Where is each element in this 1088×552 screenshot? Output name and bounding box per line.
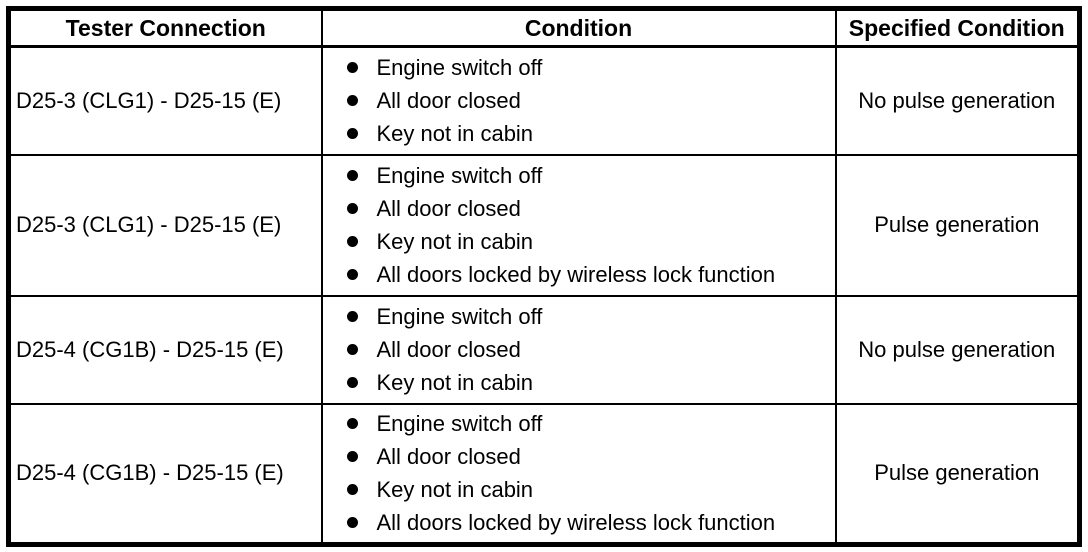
tester-connection-cell: D25-3 (CLG1) - D25-15 (E) [7,45,323,156]
bullet-icon [346,269,358,280]
condition-item: Engine switch off [346,300,834,333]
specified-condition-cell: Pulse generation [834,153,1081,297]
col-header-condition: Condition [320,7,837,48]
condition-item: Key not in cabin [346,473,834,506]
condition-text: Key not in cabin [376,477,534,503]
condition-text: All door closed [376,444,521,470]
condition-item: Engine switch off [346,51,834,84]
bullet-icon [346,170,358,181]
condition-item: All door closed [346,440,834,473]
condition-text: All door closed [376,196,521,221]
header-row: Tester Connection Condition Specified Co… [7,7,1081,48]
condition-text: Engine switch off [376,55,543,81]
table-row: D25-4 (CG1B) - D25-15 (E) Engine switch … [7,294,1081,405]
condition-item: All door closed [346,192,834,225]
bullet-icon [346,95,358,107]
condition-item: Key not in cabin [346,225,834,258]
condition-cell: Engine switch off All door closed Key no… [320,153,837,297]
condition-item: Engine switch off [346,159,834,192]
condition-item: Key not in cabin [346,117,834,150]
bullet-icon [346,311,358,322]
condition-item: All doors locked by wireless lock functi… [346,506,834,539]
table-row: D25-4 (CG1B) - D25-15 (E) Engine switch … [7,402,1081,546]
bullet-icon [346,484,358,496]
condition-text: Key not in cabin [376,229,534,254]
table-body: D25-3 (CLG1) - D25-15 (E) Engine switch … [7,45,1081,546]
table-row: D25-3 (CLG1) - D25-15 (E) Engine switch … [7,153,1081,297]
condition-item: All doors locked by wireless lock functi… [346,258,834,291]
condition-cell: Engine switch off All door closed Key no… [320,402,837,546]
condition-text: All doors locked by wireless lock functi… [376,510,776,536]
tester-connection-cell: D25-4 (CG1B) - D25-15 (E) [7,294,323,405]
condition-text: Engine switch off [376,411,543,437]
specified-condition-cell: No pulse generation [834,45,1081,156]
condition-item: Engine switch off [346,407,834,440]
bullet-icon [346,62,358,74]
condition-item: All door closed [346,84,834,117]
tester-connection-cell: D25-3 (CLG1) - D25-15 (E) [7,153,323,297]
condition-text: Key not in cabin [376,370,534,395]
table-row: D25-3 (CLG1) - D25-15 (E) Engine switch … [7,45,1081,156]
condition-text: All door closed [376,88,521,114]
bullet-icon [346,418,358,430]
col-header-specified-condition: Specified Condition [834,7,1081,48]
specified-condition-cell: Pulse generation [834,402,1081,546]
condition-item: All door closed [346,333,834,366]
condition-text: Engine switch off [376,304,543,329]
specified-condition-cell: No pulse generation [834,294,1081,405]
table-header: Tester Connection Condition Specified Co… [7,7,1081,48]
bullet-icon [346,377,358,388]
condition-cell: Engine switch off All door closed Key no… [320,294,837,405]
condition-text: Engine switch off [376,163,543,188]
bullet-icon [346,236,358,247]
tester-connection-table: Tester Connection Condition Specified Co… [6,6,1082,547]
condition-cell: Engine switch off All door closed Key no… [320,45,837,156]
condition-text: Key not in cabin [376,121,534,147]
condition-item: Key not in cabin [346,366,834,399]
bullet-icon [346,344,358,355]
tester-connection-cell: D25-4 (CG1B) - D25-15 (E) [7,402,323,546]
condition-text: All door closed [376,337,521,362]
col-header-tester-connection: Tester Connection [7,7,323,48]
bullet-icon [346,128,358,140]
bullet-icon [346,517,358,529]
bullet-icon [346,451,358,463]
bullet-icon [346,203,358,214]
condition-text: All doors locked by wireless lock functi… [376,262,776,287]
